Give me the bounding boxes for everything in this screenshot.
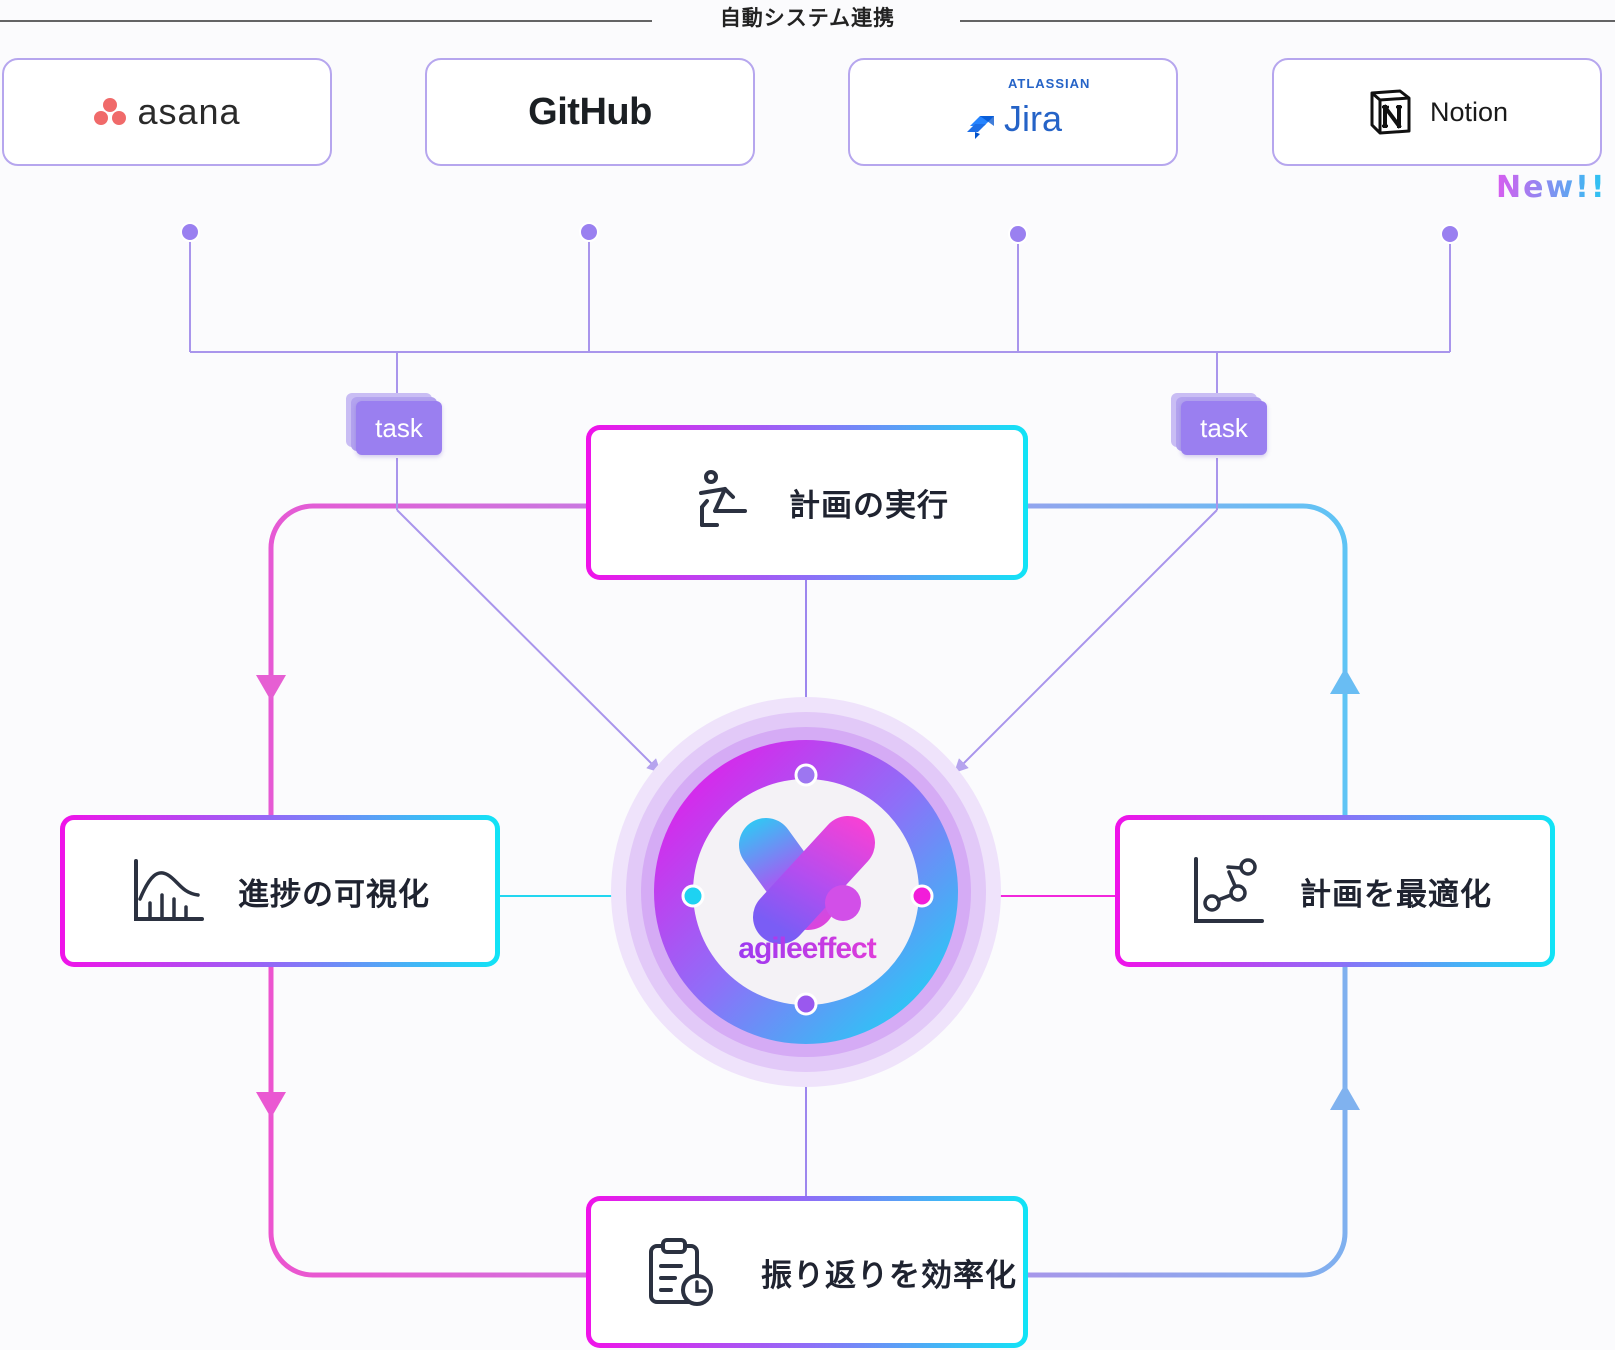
task-arrow-right-diagonal xyxy=(954,509,1218,773)
notion-new-badge: New!! xyxy=(1496,170,1607,205)
task-tag-label: task xyxy=(1181,401,1267,455)
task-tag-left: task xyxy=(346,393,442,455)
step-execute-plan: 計画の実行 xyxy=(586,425,1028,580)
hub-dot-bottom xyxy=(794,992,818,1016)
cycle-arrow-up-upper xyxy=(1330,668,1360,694)
integration-card-jira[interactable]: ATLASSIAN Jira xyxy=(848,58,1178,166)
task-tag-label: task xyxy=(356,401,442,455)
step-visualize-label: 進捗の可視化 xyxy=(238,876,430,913)
agileeffect-brand-name: agileeffect xyxy=(732,932,882,966)
bar-chart-curve-icon xyxy=(134,859,204,921)
integration-name-asana: asana xyxy=(137,91,241,132)
step-visualize-progress: 進捗の可視化 xyxy=(60,815,500,967)
integration-card-notion[interactable]: Notion xyxy=(1272,58,1602,166)
jira-brand-atlassian: ATLASSIAN xyxy=(1007,76,1091,91)
connector-dot-jira xyxy=(1008,224,1028,244)
jira-logo-icon xyxy=(966,116,994,139)
integration-card-asana[interactable]: asana xyxy=(2,58,332,166)
step-execute-label: 計画の実行 xyxy=(789,488,949,524)
connector-dot-notion xyxy=(1440,224,1460,244)
connector-dot-asana xyxy=(180,222,200,242)
integration-card-github[interactable]: GitHub xyxy=(425,58,755,166)
cycle-arrow-up-lower xyxy=(1330,1084,1360,1110)
integration-connectors xyxy=(189,232,1451,402)
clipboard-clock-icon xyxy=(649,1238,713,1306)
integration-name-github: GitHub xyxy=(528,90,652,133)
step-retrospective-label: 振り返りを効率化 xyxy=(761,1257,1017,1294)
running-person-icon xyxy=(699,469,747,527)
header-title: 自動システム連携 xyxy=(665,2,950,32)
hub-dot-top xyxy=(794,763,818,787)
hub-dot-left xyxy=(681,884,705,908)
integration-name-notion: Notion xyxy=(1429,96,1509,127)
task-arrow-left-diagonal xyxy=(396,509,661,773)
step-retrospective: 振り返りを効率化 xyxy=(586,1196,1028,1348)
scatter-graph-icon xyxy=(1194,857,1264,923)
task-tag-right: task xyxy=(1171,393,1267,455)
cycle-arrow-down-lower xyxy=(256,1092,286,1118)
hub-dot-right xyxy=(910,884,934,908)
asana-logo-icon xyxy=(94,98,127,125)
step-optimize-plan: 計画を最適化 xyxy=(1115,815,1555,967)
cycle-arrow-down-upper xyxy=(256,675,286,701)
notion-logo-icon xyxy=(1370,89,1411,135)
connector-dot-github xyxy=(579,222,599,242)
integration-name-jira: Jira xyxy=(1003,98,1062,139)
agileeffect-logo-icon xyxy=(739,816,875,944)
step-optimize-label: 計画を最適化 xyxy=(1300,876,1492,913)
